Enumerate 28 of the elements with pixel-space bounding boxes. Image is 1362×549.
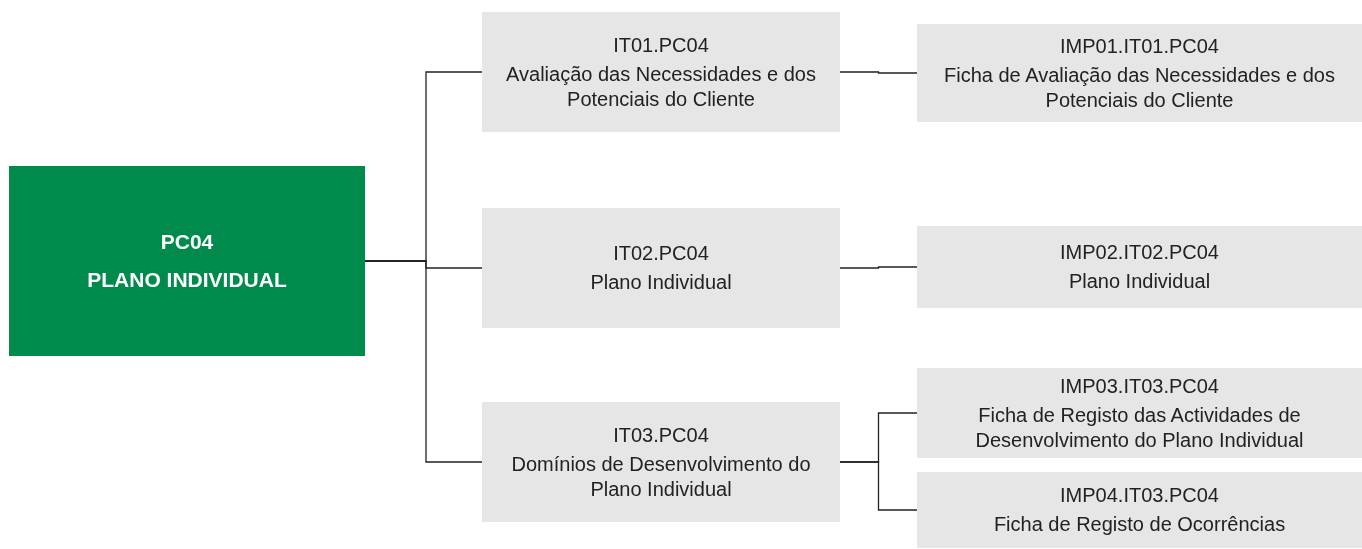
code-label: PC04 bbox=[160, 229, 214, 255]
title-text: Plano Individual bbox=[590, 270, 732, 295]
title-text: PLANO INDIVIDUAL bbox=[87, 267, 287, 293]
connector-line bbox=[839, 461, 918, 511]
code-label: IMP04.IT03.PC04 bbox=[1060, 483, 1219, 508]
document-box bbox=[482, 12, 840, 132]
document-box bbox=[482, 402, 840, 522]
document-box bbox=[917, 472, 1362, 548]
process-box bbox=[9, 166, 365, 356]
connector-line bbox=[839, 266, 918, 269]
connector-line bbox=[839, 71, 918, 74]
code-label: IMP02.IT02.PC04 bbox=[1060, 240, 1219, 265]
title-text: Domínios de Desenvolvimento do Plano Individual bbox=[510, 451, 812, 502]
code-label: IT03.PC04 bbox=[613, 422, 709, 448]
code-label: IMP03.IT03.PC04 bbox=[1060, 373, 1219, 399]
title-text: Ficha de Registo das Actividades de Desenvolvimento do Plano Individual bbox=[974, 402, 1305, 453]
connector-line bbox=[364, 260, 483, 463]
code-label: IMP01.IT01.PC04 bbox=[1060, 33, 1219, 59]
code-label: IT01.PC04 bbox=[613, 32, 709, 58]
document-box bbox=[482, 208, 840, 328]
title-text: Avaliação das Necessidades e dos Potenciais do Cliente bbox=[506, 61, 816, 112]
title-text: Plano Individual bbox=[1068, 269, 1211, 294]
title-text: Ficha de Registo de Ocorrências bbox=[993, 512, 1286, 537]
document-box bbox=[917, 24, 1362, 122]
title-text: Ficha de Avaliação das Necessidades e dos Potenciais do Cliente bbox=[943, 62, 1336, 113]
document-box bbox=[917, 368, 1362, 458]
code-label: IT02.PC04 bbox=[613, 241, 709, 266]
document-box bbox=[917, 226, 1362, 308]
